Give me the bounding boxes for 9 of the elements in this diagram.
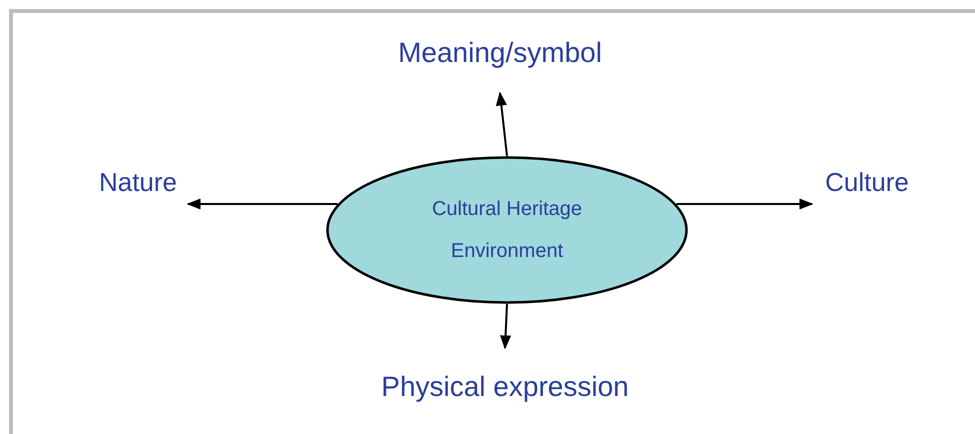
axis-label: Nature (98, 168, 178, 197)
axis-label: Culture (825, 168, 909, 197)
arrow (496, 92, 508, 156)
ellipse-label: Cultural Heritage Environment (430, 197, 584, 264)
axis-label: Meaning/symbol (398, 38, 602, 69)
arrow (186, 198, 338, 210)
axis-label: Physical expression (381, 372, 629, 403)
arrow (500, 304, 512, 350)
arrow (676, 198, 814, 210)
